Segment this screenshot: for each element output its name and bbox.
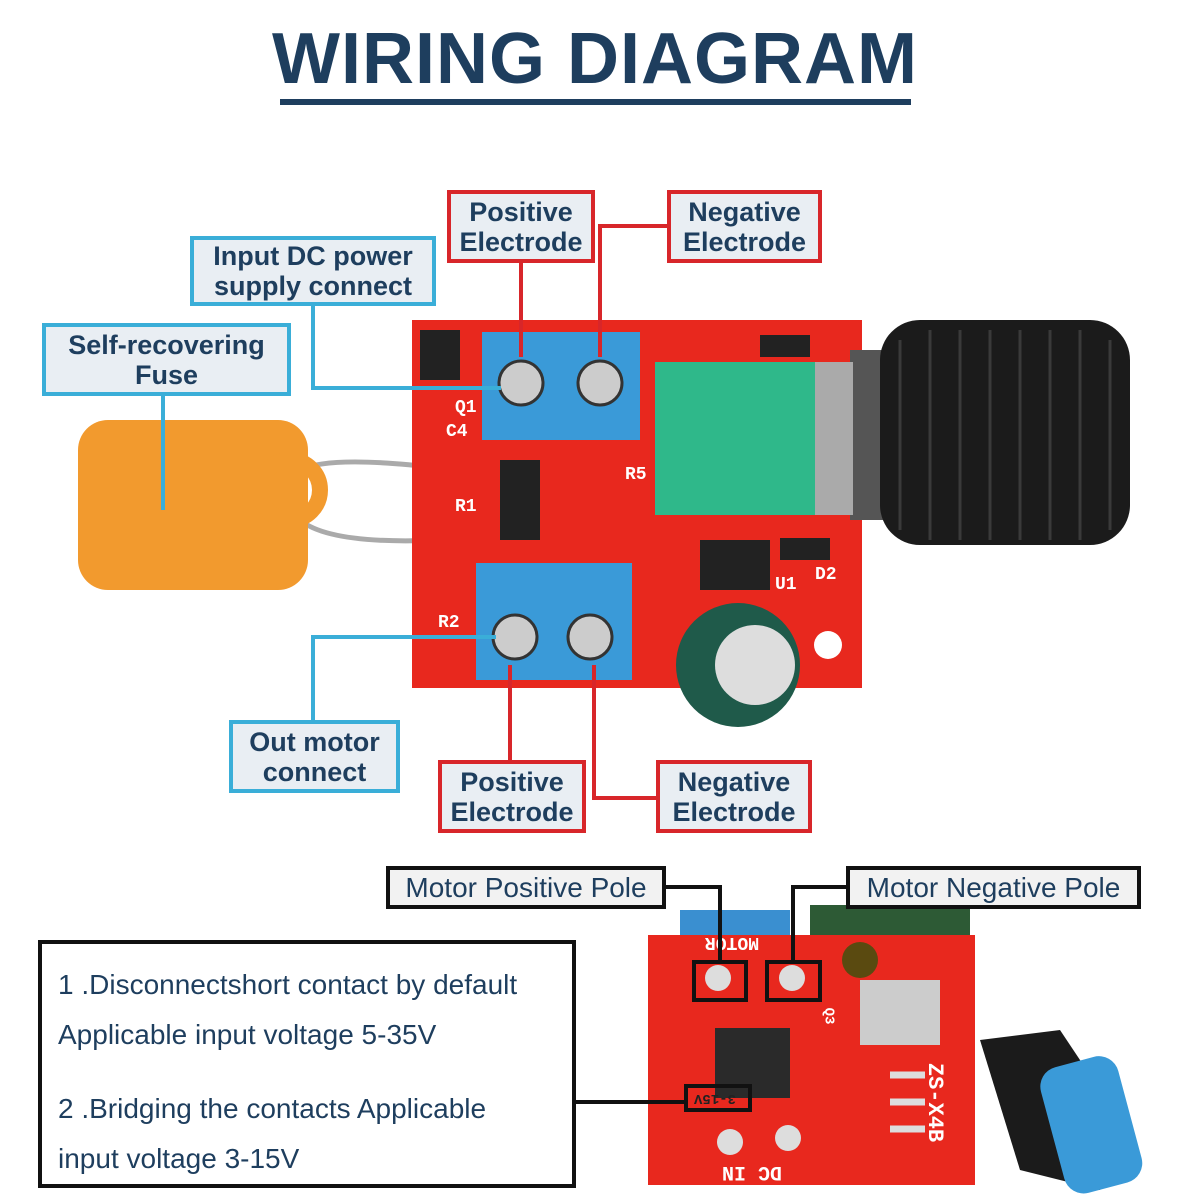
leader-line bbox=[718, 885, 722, 962]
silk-voltage: 3-15V bbox=[694, 1090, 737, 1106]
leader-line bbox=[519, 262, 523, 357]
fuse-body bbox=[78, 420, 308, 590]
leader-line bbox=[575, 1100, 686, 1104]
silk-label: R1 bbox=[455, 497, 477, 517]
silk-dc-in: DC IN bbox=[722, 1160, 783, 1183]
potentiometer bbox=[655, 362, 815, 515]
bridge-contact-marker: 3-15V bbox=[684, 1084, 752, 1112]
leader-line bbox=[665, 885, 722, 889]
out-motor-label: Out motor connect bbox=[229, 720, 400, 793]
leader-line bbox=[311, 305, 315, 390]
leader-line bbox=[598, 224, 602, 357]
leader-line bbox=[508, 665, 512, 760]
leader-line bbox=[791, 885, 795, 962]
silk-label: C4 bbox=[446, 422, 468, 442]
leader-line bbox=[592, 665, 596, 800]
silk-label: R2 bbox=[438, 613, 460, 633]
leader-line bbox=[311, 386, 501, 390]
knob bbox=[1040, 1056, 1143, 1194]
fuse-label: Self-recovering Fuse bbox=[42, 323, 291, 396]
motor-negative-marker bbox=[765, 960, 822, 1002]
leader-line bbox=[161, 395, 165, 510]
silk-label: R5 bbox=[625, 465, 647, 485]
pcb bbox=[648, 935, 975, 1185]
silk-q3: Q3 bbox=[820, 1007, 837, 1025]
note-line: 1 .Disconnectshort contact by default bbox=[58, 969, 518, 1000]
bottom-negative-electrode-label: Negative Electrode bbox=[656, 760, 812, 833]
title-underline bbox=[280, 99, 911, 105]
motor-negative-pole-label: Motor Negative Pole bbox=[846, 866, 1141, 909]
top-negative-electrode-label: Negative Electrode bbox=[667, 190, 822, 263]
silk-label: D2 bbox=[815, 565, 837, 585]
input-dc-label: Input DC power supply connect bbox=[190, 236, 436, 306]
silk-label: U1 bbox=[775, 575, 797, 595]
silk-label: Q1 bbox=[455, 398, 477, 418]
leader-line bbox=[600, 224, 667, 228]
note-line: input voltage 3-15V bbox=[58, 1143, 300, 1174]
leader-line bbox=[311, 635, 315, 720]
bottom-positive-electrode-label: Positive Electrode bbox=[438, 760, 586, 833]
leader-line bbox=[791, 885, 848, 889]
leader-line bbox=[311, 635, 496, 639]
motor-positive-marker bbox=[692, 960, 748, 1002]
note-line: 2 .Bridging the contacts Applicable bbox=[58, 1093, 487, 1124]
leader-line bbox=[592, 796, 656, 800]
page-title: WIRING DIAGRAM bbox=[272, 19, 918, 99]
bottom-board-illustration bbox=[648, 905, 1143, 1194]
knob bbox=[880, 320, 1130, 545]
top-board-illustration bbox=[78, 320, 1130, 727]
silk-motor: MOTOR bbox=[705, 932, 760, 952]
note-line: Applicable input voltage 5-35V bbox=[58, 1019, 437, 1050]
motor-positive-pole-label: Motor Positive Pole bbox=[386, 866, 666, 909]
silk-model: ZS-X4B bbox=[922, 1062, 948, 1143]
notes-box: 1 .Disconnectshort contact by default Ap… bbox=[38, 940, 576, 1188]
top-positive-electrode-label: Positive Electrode bbox=[447, 190, 595, 263]
